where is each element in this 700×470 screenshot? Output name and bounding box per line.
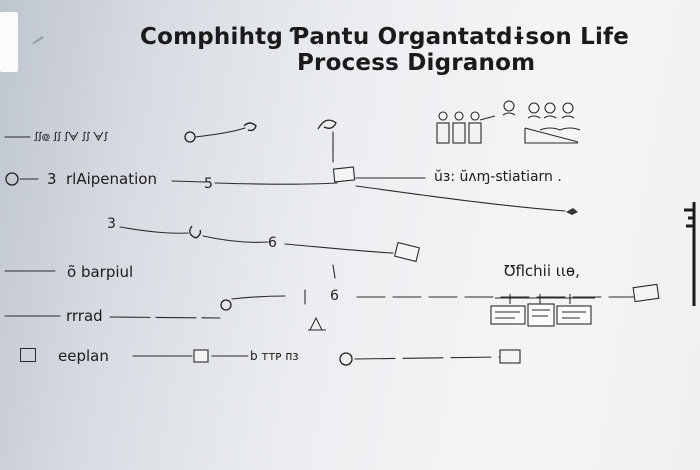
document-icon-row6 (499, 349, 521, 364)
flow-line-row3-b (202, 235, 269, 243)
document-icon-row2 (332, 166, 356, 183)
node-row2-left-circle (5, 172, 19, 186)
flow-line-row2-long (214, 182, 338, 185)
node-row2-five: 5 (204, 176, 213, 192)
node-row4-circle (220, 299, 232, 311)
flow-line-row4-a (231, 295, 286, 300)
team-illustration (436, 100, 581, 144)
row2-label: rlAipenation (66, 170, 157, 188)
row5-label: rrrad (66, 307, 103, 325)
flow-line-row2 (171, 180, 206, 183)
flow-line-row3-a (119, 226, 189, 234)
node-row4-six: 6 (330, 288, 339, 304)
node-row1-end (243, 122, 257, 132)
row6-box (20, 348, 36, 362)
flow-line-row6-c (354, 356, 501, 360)
bracket-icon (684, 202, 696, 306)
row2-prefix: 3 (47, 170, 57, 188)
node-row1-hook (317, 119, 337, 130)
document-icon-row4-right (632, 283, 660, 303)
document-icon-row3 (393, 241, 421, 263)
flow-line-row1-right (194, 127, 246, 138)
pencil-icon (32, 36, 44, 44)
node-row6-circle (339, 352, 353, 366)
row1-scribble-label: ꭍꭍ᪤ ꭍꭍ ꭍᗄ ꭍꭍ ᗄꭍ (34, 130, 108, 144)
flow-line-row5-dashed (109, 316, 221, 319)
workstation-illustration (490, 294, 595, 327)
flow-line-row2-diagonal (355, 185, 566, 212)
connector-row4 (332, 264, 336, 279)
row4-right-label: Ʊflchii ɩɩɵ, (504, 262, 580, 280)
node-row3-hook (189, 225, 202, 239)
title-line-2: Process Digranom (297, 50, 536, 77)
folder-icon-row6 (193, 349, 209, 363)
row6-mid-label: b ᴛᴛᴘ ᴨɜ (250, 349, 299, 363)
row4-label: õ barpiul (67, 263, 134, 281)
flow-line-row3-c (284, 243, 394, 254)
node-row3-six: 6 (268, 235, 277, 251)
diagram-title: Comphihtg Ƥantu Organtatdɨson Life Proce… (140, 24, 660, 77)
node-row1-circle (184, 131, 196, 143)
row2-right-label: ŭɜ: ŭʌɱ-stiatiarn . (434, 169, 562, 185)
arrow-icon-row2 (566, 208, 578, 215)
title-line-1: Comphihtg Ƥantu Organtatdɨson Life (140, 24, 630, 50)
device-icon-row5 (308, 316, 326, 331)
row6-label: eeplan (58, 347, 109, 365)
node-row3-three: 3 (107, 216, 116, 232)
corner-tab (0, 12, 18, 72)
